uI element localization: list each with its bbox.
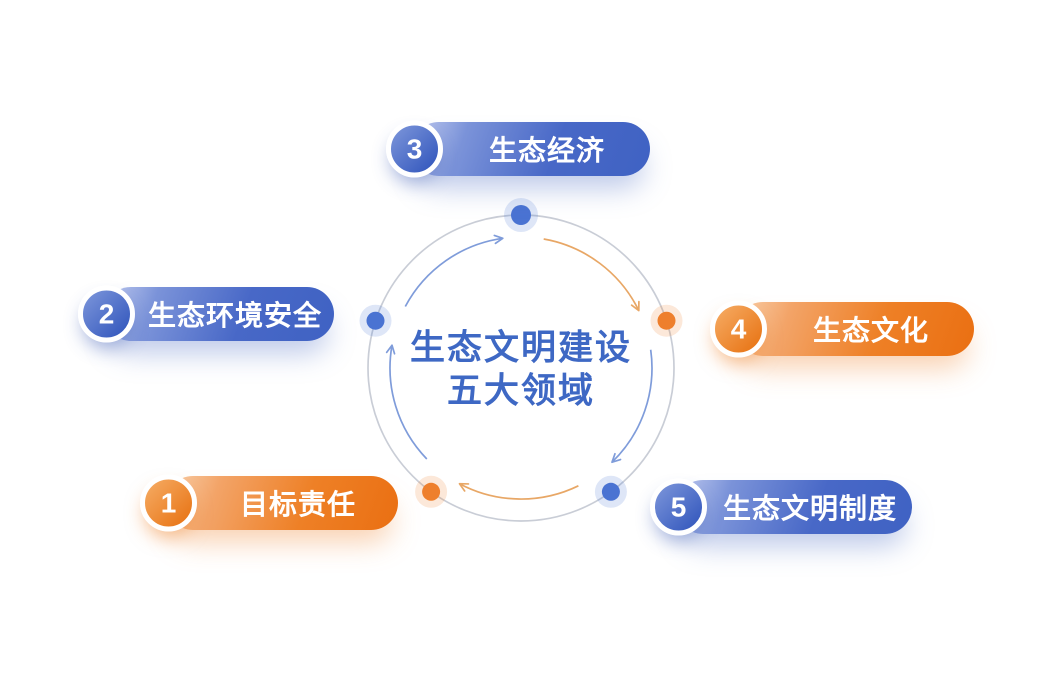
cycle-dot-left	[366, 311, 385, 330]
arrow-bottomleft-to-left	[385, 344, 428, 460]
center-title-line2: 五大领域	[446, 371, 596, 410]
cycle-dot-bottom-left	[422, 482, 441, 501]
center-title: 生态文明建设 五大领域	[410, 327, 632, 412]
area-number: 1	[160, 487, 177, 518]
area-label: 生态文化	[812, 315, 929, 346]
cycle-dot-right	[657, 311, 676, 330]
area-pill-2: 生态环境安全 2	[78, 285, 334, 343]
area-number: 3	[406, 133, 423, 164]
area-number: 4	[730, 313, 747, 344]
arrow-left-to-top	[404, 234, 504, 307]
cycle-dot-bottom-right	[601, 482, 620, 501]
area-pill-1: 目标责任 1	[140, 474, 398, 532]
area-number: 5	[670, 491, 687, 522]
area-capsule: 生态文化	[736, 302, 974, 356]
area-number-badge: 4	[710, 300, 767, 358]
area-pill-3: 生态经济 3	[386, 120, 650, 178]
arrow-bottomright-to-bottomleft	[458, 482, 579, 500]
area-label: 生态环境安全	[148, 300, 323, 331]
area-number-badge: 3	[386, 120, 443, 178]
area-pill-4: 生态文化 4	[710, 300, 974, 358]
area-capsule: 目标责任	[166, 476, 398, 530]
area-number-badge: 2	[78, 285, 135, 343]
area-capsule: 生态文明制度	[676, 480, 912, 534]
area-capsule: 生态经济	[412, 122, 650, 176]
area-label: 目标责任	[239, 489, 356, 520]
area-label: 生态文明制度	[722, 493, 897, 524]
center-title-line1: 生态文明建设	[409, 328, 633, 368]
area-label: 生态经济	[488, 135, 605, 166]
area-pill-5: 生态文明制度 5	[650, 478, 912, 536]
area-number-badge: 5	[650, 478, 707, 536]
arrow-right-to-bottomright	[611, 349, 653, 464]
area-number: 2	[98, 298, 115, 329]
area-number-badge: 1	[140, 474, 197, 532]
arrow-top-to-right	[543, 238, 640, 312]
area-capsule: 生态环境安全	[104, 287, 334, 341]
cycle-dot-top	[511, 205, 531, 225]
